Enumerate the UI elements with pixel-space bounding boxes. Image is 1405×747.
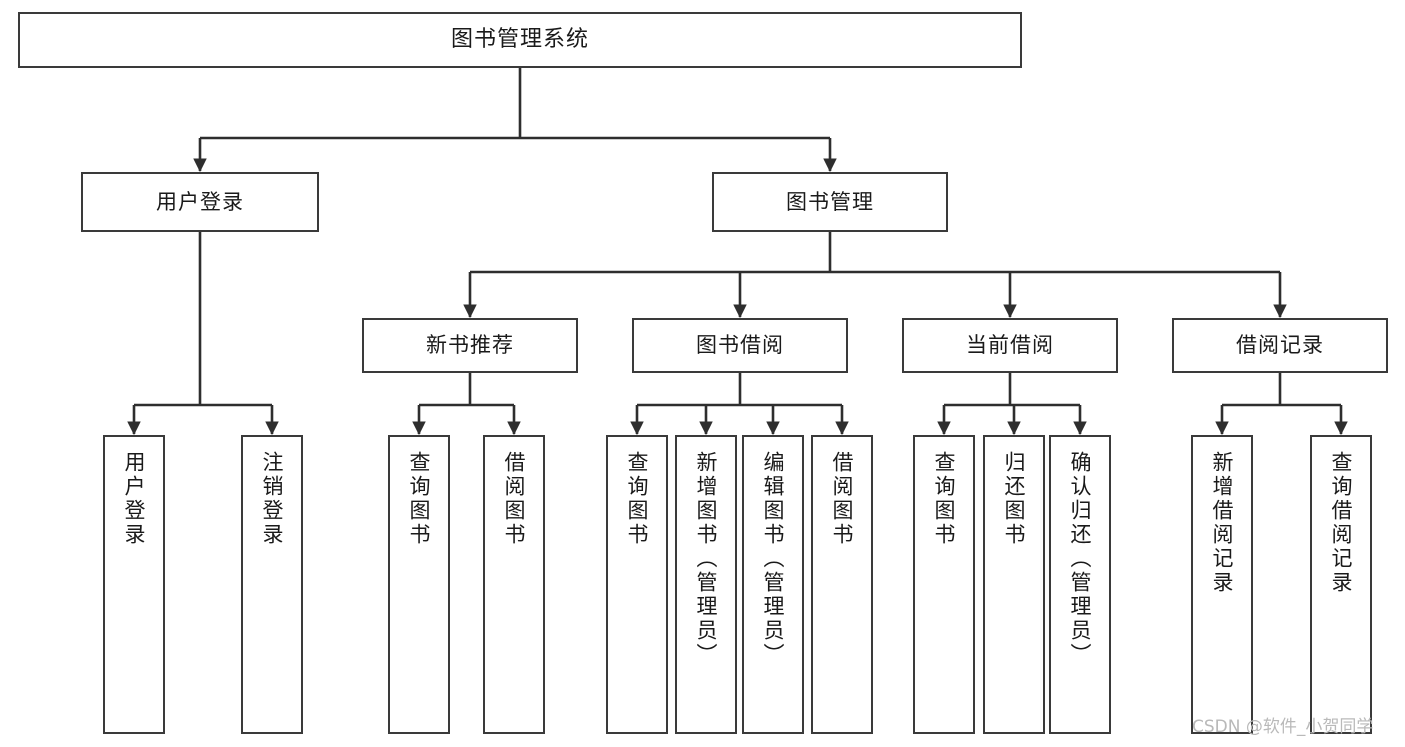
node-leaf-borrow-do[interactable]: 借阅图书: [811, 435, 873, 734]
node-label: 归还图书: [1002, 451, 1027, 547]
node-label: 用户登录: [122, 451, 147, 547]
node-leaf-rec-query[interactable]: 查询图书: [388, 435, 450, 734]
node-label: 确认归还（管理员）: [1068, 451, 1093, 667]
node-label: 借阅图书: [830, 451, 855, 547]
node-label: 查询借阅记录: [1329, 451, 1354, 595]
node-label: 新书推荐: [426, 333, 514, 358]
node-leaf-user-logout[interactable]: 注销登录: [241, 435, 303, 734]
node-label: 借阅记录: [1236, 333, 1324, 358]
node-book-manage[interactable]: 图书管理: [712, 172, 948, 232]
node-root[interactable]: 图书管理系统: [18, 12, 1022, 68]
node-leaf-user-login[interactable]: 用户登录: [103, 435, 165, 734]
node-current-borrow[interactable]: 当前借阅: [902, 318, 1118, 373]
node-label: 借阅图书: [502, 451, 527, 547]
node-label: 当前借阅: [966, 333, 1054, 358]
node-new-book-rec[interactable]: 新书推荐: [362, 318, 578, 373]
node-label: 新增借阅记录: [1210, 451, 1235, 595]
node-book-borrow[interactable]: 图书借阅: [632, 318, 848, 373]
node-label: 查询图书: [407, 451, 432, 547]
node-label: 查询图书: [932, 451, 957, 547]
node-leaf-cur-query[interactable]: 查询图书: [913, 435, 975, 734]
node-label: 编辑图书（管理员）: [761, 451, 786, 667]
node-leaf-rec-add[interactable]: 新增借阅记录: [1191, 435, 1253, 734]
node-user-login[interactable]: 用户登录: [81, 172, 319, 232]
node-label: 用户登录: [156, 189, 244, 214]
node-leaf-borrow-add[interactable]: 新增图书（管理员）: [675, 435, 737, 734]
node-leaf-rec-borrow[interactable]: 借阅图书: [483, 435, 545, 734]
node-label: 新增图书（管理员）: [694, 451, 719, 667]
node-label: 查询图书: [625, 451, 650, 547]
node-leaf-borrow-edit[interactable]: 编辑图书（管理员）: [742, 435, 804, 734]
node-leaf-borrow-query[interactable]: 查询图书: [606, 435, 668, 734]
node-label: 图书管理系统: [450, 27, 589, 53]
node-leaf-cur-confirm[interactable]: 确认归还（管理员）: [1049, 435, 1111, 734]
node-label: 图书管理: [786, 189, 874, 214]
node-leaf-cur-return[interactable]: 归还图书: [983, 435, 1045, 734]
node-borrow-record[interactable]: 借阅记录: [1172, 318, 1388, 373]
node-label: 图书借阅: [696, 333, 784, 358]
csdn-watermark: CSDN @软件_小贺同学: [1192, 717, 1374, 737]
node-leaf-rec-search[interactable]: 查询借阅记录: [1310, 435, 1372, 734]
node-label: 注销登录: [260, 451, 285, 547]
